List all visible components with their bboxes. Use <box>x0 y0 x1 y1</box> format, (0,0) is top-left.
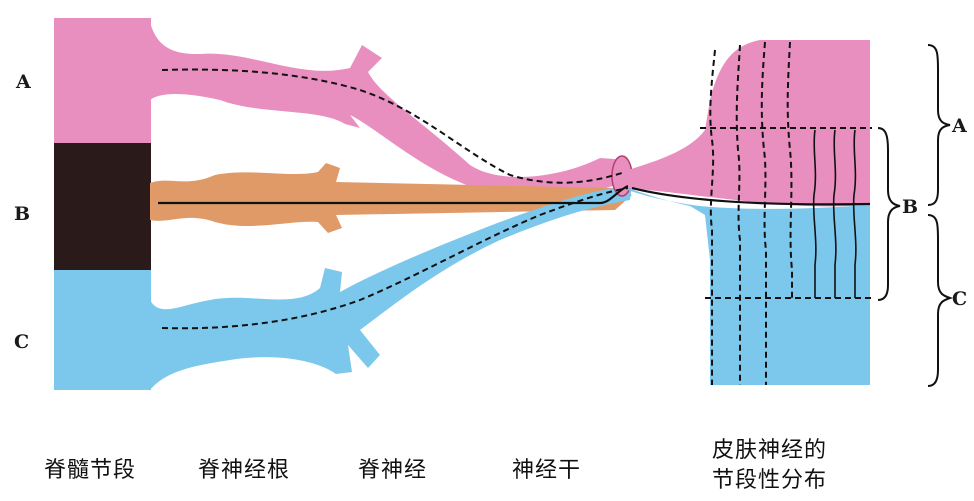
nerve-root-a <box>150 22 630 197</box>
right-label-c: C <box>952 288 967 310</box>
caption-nerve-trunk: 神经干 <box>512 458 582 483</box>
caption-skin-distribution: 皮肤神经的 节段性分布 <box>712 436 827 496</box>
segment-label-a: A <box>15 71 31 93</box>
skin-fibers <box>709 41 857 385</box>
skin-divider <box>631 186 871 206</box>
spinal-segment-c <box>54 270 151 390</box>
nerve-root-b <box>150 163 632 233</box>
brace-b <box>877 127 901 301</box>
pathway-a <box>161 68 626 184</box>
segment-label-b: B <box>14 203 30 225</box>
caption-skin-line2: 节段性分布 <box>712 468 828 493</box>
spinal-segment-a <box>54 18 151 143</box>
pathway-c <box>161 187 629 330</box>
segment-label-c: C <box>14 331 29 353</box>
brace-c <box>927 214 954 387</box>
caption-spinal-segment: 脊髓节段 <box>44 458 137 483</box>
caption-spinal-nerve: 脊神经 <box>358 458 428 483</box>
brace-a <box>927 44 951 206</box>
right-label-a: A <box>951 115 967 137</box>
caption-skin-line1: 皮肤神经的 <box>712 438 828 463</box>
skin-zone-a <box>628 40 870 207</box>
right-label-b: B <box>902 196 918 218</box>
nerve-root-c <box>150 186 632 390</box>
pathway-b <box>158 184 629 205</box>
caption-nerve-root: 脊神经根 <box>198 458 291 483</box>
spinal-segment-b <box>54 143 151 270</box>
skin-zone-c <box>628 188 870 385</box>
